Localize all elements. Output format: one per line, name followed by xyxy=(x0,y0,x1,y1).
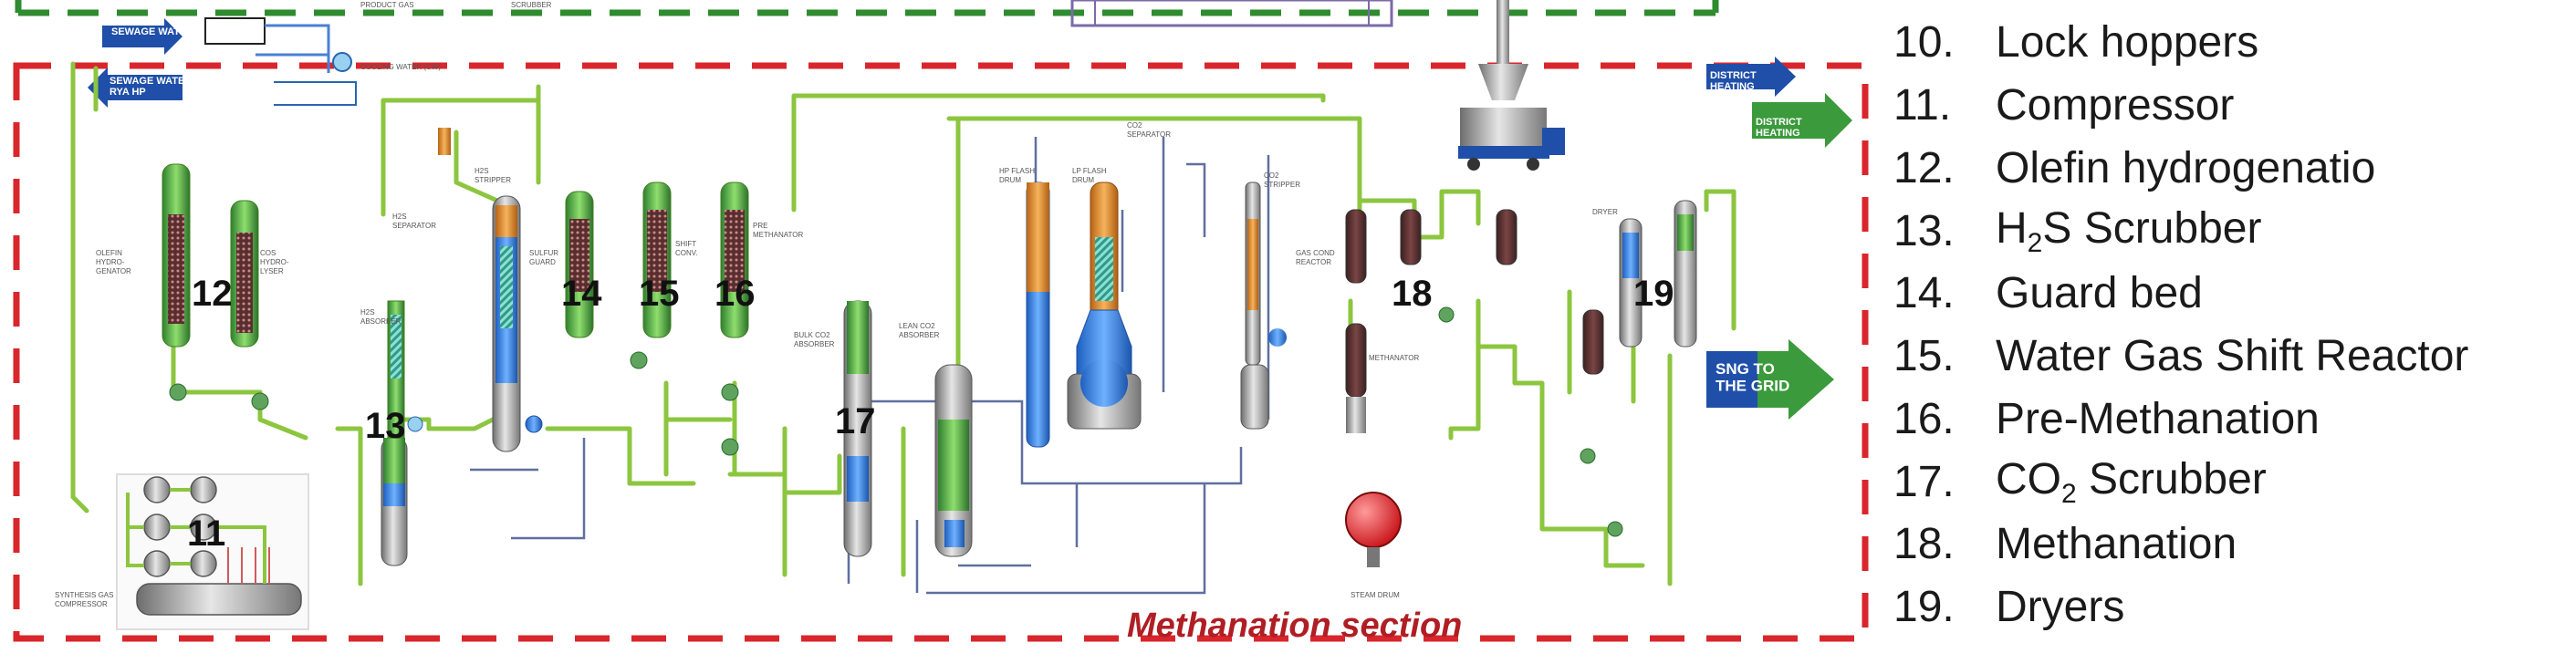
svg-text:ABSORBER: ABSORBER xyxy=(360,317,402,326)
svg-text:HYDRO-: HYDRO- xyxy=(96,258,125,266)
svg-text:GAS COND: GAS COND xyxy=(1296,249,1335,257)
svg-text:DRUM: DRUM xyxy=(999,176,1021,184)
svg-text:COOLING WATER (CW): COOLING WATER (CW) xyxy=(360,63,441,71)
svg-text:STEAM DRUM: STEAM DRUM xyxy=(1351,591,1400,599)
svg-text:SULFUR: SULFUR xyxy=(529,249,558,257)
legend-item: 19. Dryers xyxy=(1893,582,2125,631)
svg-text:DRUM: DRUM xyxy=(1072,176,1094,184)
unit-number-14: 14 xyxy=(561,274,602,314)
svg-text:ABSORBER: ABSORBER xyxy=(899,331,940,339)
svg-text:HP FLASH: HP FLASH xyxy=(999,167,1035,175)
unit-number-12: 12 xyxy=(192,274,233,314)
dryer-vessels: DRYER xyxy=(1592,200,1697,348)
svg-text:HYDRO-: HYDRO- xyxy=(260,258,289,266)
svg-text:PRE: PRE xyxy=(753,222,767,230)
methanation-reactors: GAS COND REACTOR METHANATOR STEAM DRUM xyxy=(1296,209,1623,599)
legend-label-co2: CO2 Scrubber xyxy=(1996,454,2267,509)
process-flow-diagram: PRODUCT GAS SCRUBBER COOLING WATER (CW) … xyxy=(13,0,1869,645)
svg-text:SYNTHESIS GAS: SYNTHESIS GAS xyxy=(55,591,113,599)
legend-label-h2s: H2S Scrubber xyxy=(1996,203,2262,258)
svg-text:H2S: H2S xyxy=(475,167,489,175)
unit-number-18: 18 xyxy=(1392,274,1433,314)
svg-text:CO2: CO2 xyxy=(1127,121,1142,130)
unit-number-11: 11 xyxy=(187,514,225,554)
svg-text:H2S: H2S xyxy=(360,308,375,316)
svg-text:REACTOR: REACTOR xyxy=(1296,258,1331,266)
legend-item: 10. Lock hoppers xyxy=(1893,17,2259,67)
svg-text:CO2: CO2 xyxy=(1264,171,1279,180)
unit-legend: 10. Lock hoppers 11. Compressor 12. Olef… xyxy=(1893,0,2569,664)
h2s-scrubber-units: H2S SEPARATOR H2S STRIPPER H2S ABSORBER xyxy=(360,128,543,566)
sewage-water-arrow: SEWAGE WATER xyxy=(102,18,193,55)
svg-text:BULK CO2: BULK CO2 xyxy=(794,331,830,339)
legend-item: 17. CO2 Scrubber xyxy=(1893,454,2267,509)
svg-text:ABSORBER: ABSORBER xyxy=(794,340,835,348)
svg-text:CONV.: CONV. xyxy=(675,249,698,257)
unit-number-17: 17 xyxy=(835,401,876,441)
unit-number-15: 15 xyxy=(639,274,680,314)
olefin-hydrogenator-columns: OLEFIN HYDRO- GENATOR COS HYDRO- LYSER xyxy=(96,163,289,410)
svg-text:DRYER: DRYER xyxy=(1592,208,1618,216)
legend-item: 14. Guard bed xyxy=(1893,268,2203,317)
guard-shift-premeth-reactors: SULFUR GUARD SHIFT CONV. PRE METHANATOR xyxy=(529,182,803,456)
unit-number-labels: 11 12 13 14 15 16 17 18 19 xyxy=(187,274,1674,554)
svg-text:GENATOR: GENATOR xyxy=(96,267,131,275)
svg-text:COS: COS xyxy=(260,249,276,257)
svg-text:SEPARATOR: SEPARATOR xyxy=(392,222,436,230)
legend-item: 11. Compressor xyxy=(1893,80,2235,130)
svg-text:OLEFIN: OLEFIN xyxy=(96,249,122,257)
upper-section-border xyxy=(15,0,1719,16)
svg-text:METHANATOR: METHANATOR xyxy=(753,231,803,239)
legend-item: 16. Pre-Methanation xyxy=(1893,394,2320,443)
svg-text:METHANATOR: METHANATOR xyxy=(1369,354,1419,362)
svg-text:COMPRESSOR: COMPRESSOR xyxy=(55,600,108,608)
legend-item: 18. Methanation xyxy=(1893,519,2237,568)
svg-text:GUARD: GUARD xyxy=(529,258,556,266)
svg-text:STRIPPER: STRIPPER xyxy=(1264,181,1300,189)
svg-text:SHIFT: SHIFT xyxy=(675,240,696,248)
methanation-section-border xyxy=(13,62,1869,642)
svg-text:LEAN CO2: LEAN CO2 xyxy=(899,322,935,330)
svg-text:SEPARATOR: SEPARATOR xyxy=(1127,130,1171,139)
unit-number-16: 16 xyxy=(714,274,756,314)
svg-text:SCRUBBER: SCRUBBER xyxy=(511,1,552,9)
unit-number-13: 13 xyxy=(365,406,406,446)
sewage-water-label: SEWAGE WATER xyxy=(111,26,193,37)
legend-item: 15. Water Gas Shift Reactor xyxy=(1893,331,2469,380)
svg-text:PRODUCT GAS: PRODUCT GAS xyxy=(360,1,414,9)
co2-scrubber-units: BULK CO2 ABSORBER LEAN CO2 ABSORBER HP F… xyxy=(794,121,1300,557)
svg-text:H2S: H2S xyxy=(392,213,407,221)
svg-text:STRIPPER: STRIPPER xyxy=(475,176,511,184)
upper-area-equipment: PRODUCT GAS SCRUBBER COOLING WATER (CW) xyxy=(204,0,1565,171)
synthesis-gas-compressor: SYNTHESIS GAS COMPRESSOR xyxy=(55,473,309,630)
legend-item: 13. H2S Scrubber xyxy=(1893,203,2262,258)
unit-number-19: 19 xyxy=(1633,274,1674,314)
section-title: Methanation section xyxy=(1127,607,1462,645)
svg-text:LYSER: LYSER xyxy=(260,267,284,275)
legend-item: 12. Olefin hydrogenatio xyxy=(1893,143,2376,192)
svg-text:LP FLASH: LP FLASH xyxy=(1072,167,1107,175)
